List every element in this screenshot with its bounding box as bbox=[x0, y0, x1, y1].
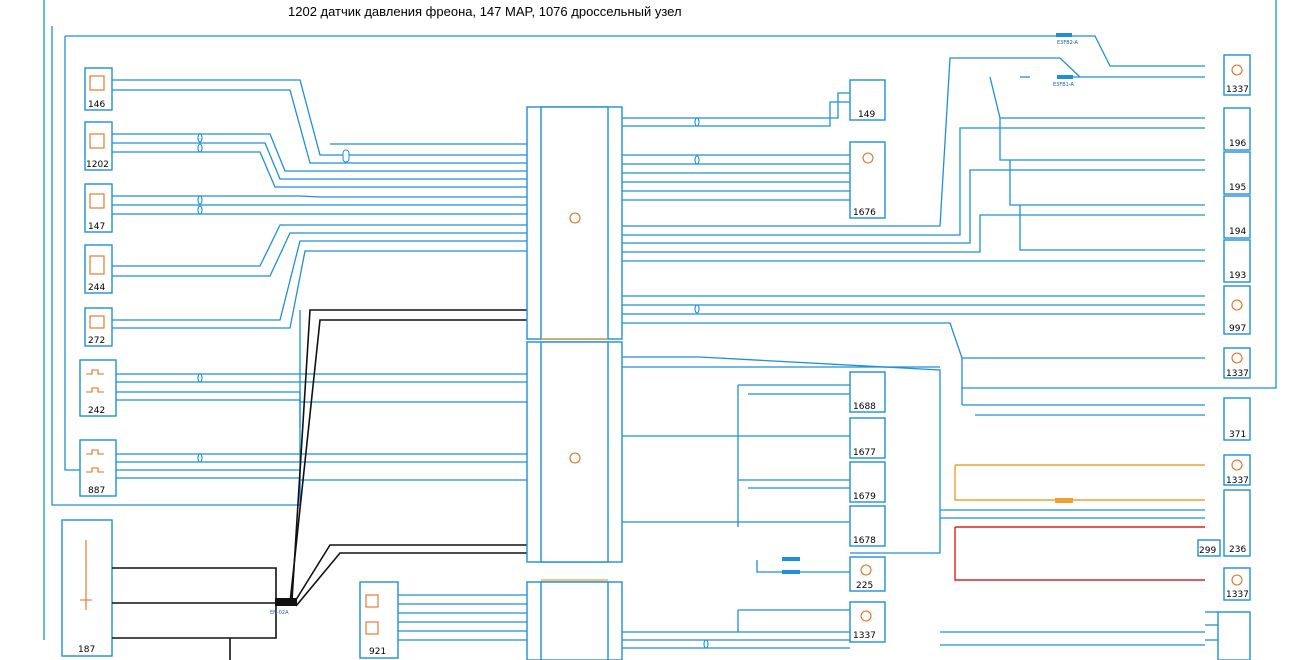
component-921: 921 bbox=[359, 581, 399, 659]
component-1679: 1679 bbox=[849, 461, 886, 503]
svg-text:1337: 1337 bbox=[1226, 85, 1249, 95]
component-193: 193 bbox=[1223, 239, 1251, 283]
svg-text:1688: 1688 bbox=[853, 402, 876, 412]
svg-text:1337: 1337 bbox=[1226, 590, 1249, 600]
component-194: 194 bbox=[1223, 195, 1251, 239]
component-1337-mid: 1337 bbox=[849, 601, 886, 643]
svg-text:187: 187 bbox=[78, 645, 95, 655]
diagram-title: 1202 датчик давления фреона, 147 MAP, 10… bbox=[288, 4, 682, 19]
splice-en02a bbox=[275, 598, 297, 606]
splice-e366sp bbox=[782, 557, 800, 561]
svg-text:921: 921 bbox=[369, 647, 386, 657]
splice-e3fb2a bbox=[1056, 33, 1072, 37]
svg-text:E3FB1-A: E3FB1-A bbox=[1053, 82, 1075, 88]
component-272: 272 bbox=[84, 307, 113, 347]
component-242: 242 bbox=[79, 359, 117, 417]
component-997: 997 bbox=[1223, 285, 1251, 335]
svg-text:1677: 1677 bbox=[853, 448, 876, 458]
component-relay bbox=[1217, 611, 1251, 660]
component-195: 195 bbox=[1223, 151, 1251, 195]
svg-text:1337: 1337 bbox=[1226, 369, 1249, 379]
component-887: 887 bbox=[79, 439, 117, 497]
component-1678: 1678 bbox=[849, 505, 886, 547]
component-187: 187 bbox=[61, 519, 113, 657]
component-299: 299 bbox=[1197, 539, 1221, 557]
svg-text:193: 193 bbox=[1229, 271, 1246, 281]
component-1688: 1688 bbox=[849, 371, 886, 413]
svg-text:242: 242 bbox=[88, 406, 105, 416]
svg-text:1337: 1337 bbox=[1226, 476, 1249, 486]
svg-text:244: 244 bbox=[88, 283, 105, 293]
svg-text:371: 371 bbox=[1229, 430, 1246, 440]
svg-text:225: 225 bbox=[856, 581, 873, 591]
component-1337-r4: 1337 bbox=[1223, 567, 1251, 601]
splice-eap31g bbox=[1055, 498, 1073, 503]
svg-text:1202: 1202 bbox=[86, 160, 109, 170]
svg-text:195: 195 bbox=[1229, 183, 1246, 193]
svg-text:1678: 1678 bbox=[853, 536, 876, 546]
component-1337-r3: 1337 bbox=[1223, 454, 1251, 486]
svg-text:1679: 1679 bbox=[853, 492, 876, 502]
component-196: 196 bbox=[1223, 107, 1251, 151]
svg-text:299: 299 bbox=[1199, 546, 1216, 556]
svg-text:149: 149 bbox=[858, 110, 875, 120]
component-146: 146 bbox=[84, 67, 113, 111]
component-244: 244 bbox=[84, 244, 113, 294]
splice-e3fb1a bbox=[1057, 75, 1073, 79]
svg-text:147: 147 bbox=[88, 222, 105, 232]
component-1202: 1202 bbox=[84, 121, 113, 171]
component-149: 149 bbox=[849, 79, 886, 121]
svg-text:196: 196 bbox=[1229, 139, 1246, 149]
splice-ehk1 bbox=[782, 570, 800, 574]
svg-text:1337: 1337 bbox=[853, 631, 876, 641]
svg-text:194: 194 bbox=[1229, 227, 1246, 237]
svg-text:236: 236 bbox=[1229, 545, 1246, 555]
component-1337-r2: 1337 bbox=[1223, 347, 1251, 379]
component-371: 371 bbox=[1223, 397, 1251, 441]
svg-text:272: 272 bbox=[88, 336, 105, 346]
component-1676: 1676 bbox=[849, 141, 886, 219]
component-1677: 1677 bbox=[849, 417, 886, 459]
svg-text:E3FB2-A: E3FB2-A bbox=[1057, 40, 1079, 46]
component-1337-r1: 1337 bbox=[1223, 54, 1251, 96]
svg-text:1676: 1676 bbox=[853, 208, 876, 218]
svg-text:997: 997 bbox=[1229, 324, 1246, 334]
component-147: 147 bbox=[84, 183, 113, 233]
component-236: 236 bbox=[1223, 489, 1251, 557]
svg-text:EN-02A: EN-02A bbox=[270, 610, 289, 616]
component-225: 225 bbox=[849, 556, 886, 592]
svg-text:887: 887 bbox=[88, 486, 105, 496]
svg-text:146: 146 bbox=[88, 100, 105, 110]
ecu-block bbox=[526, 106, 623, 660]
